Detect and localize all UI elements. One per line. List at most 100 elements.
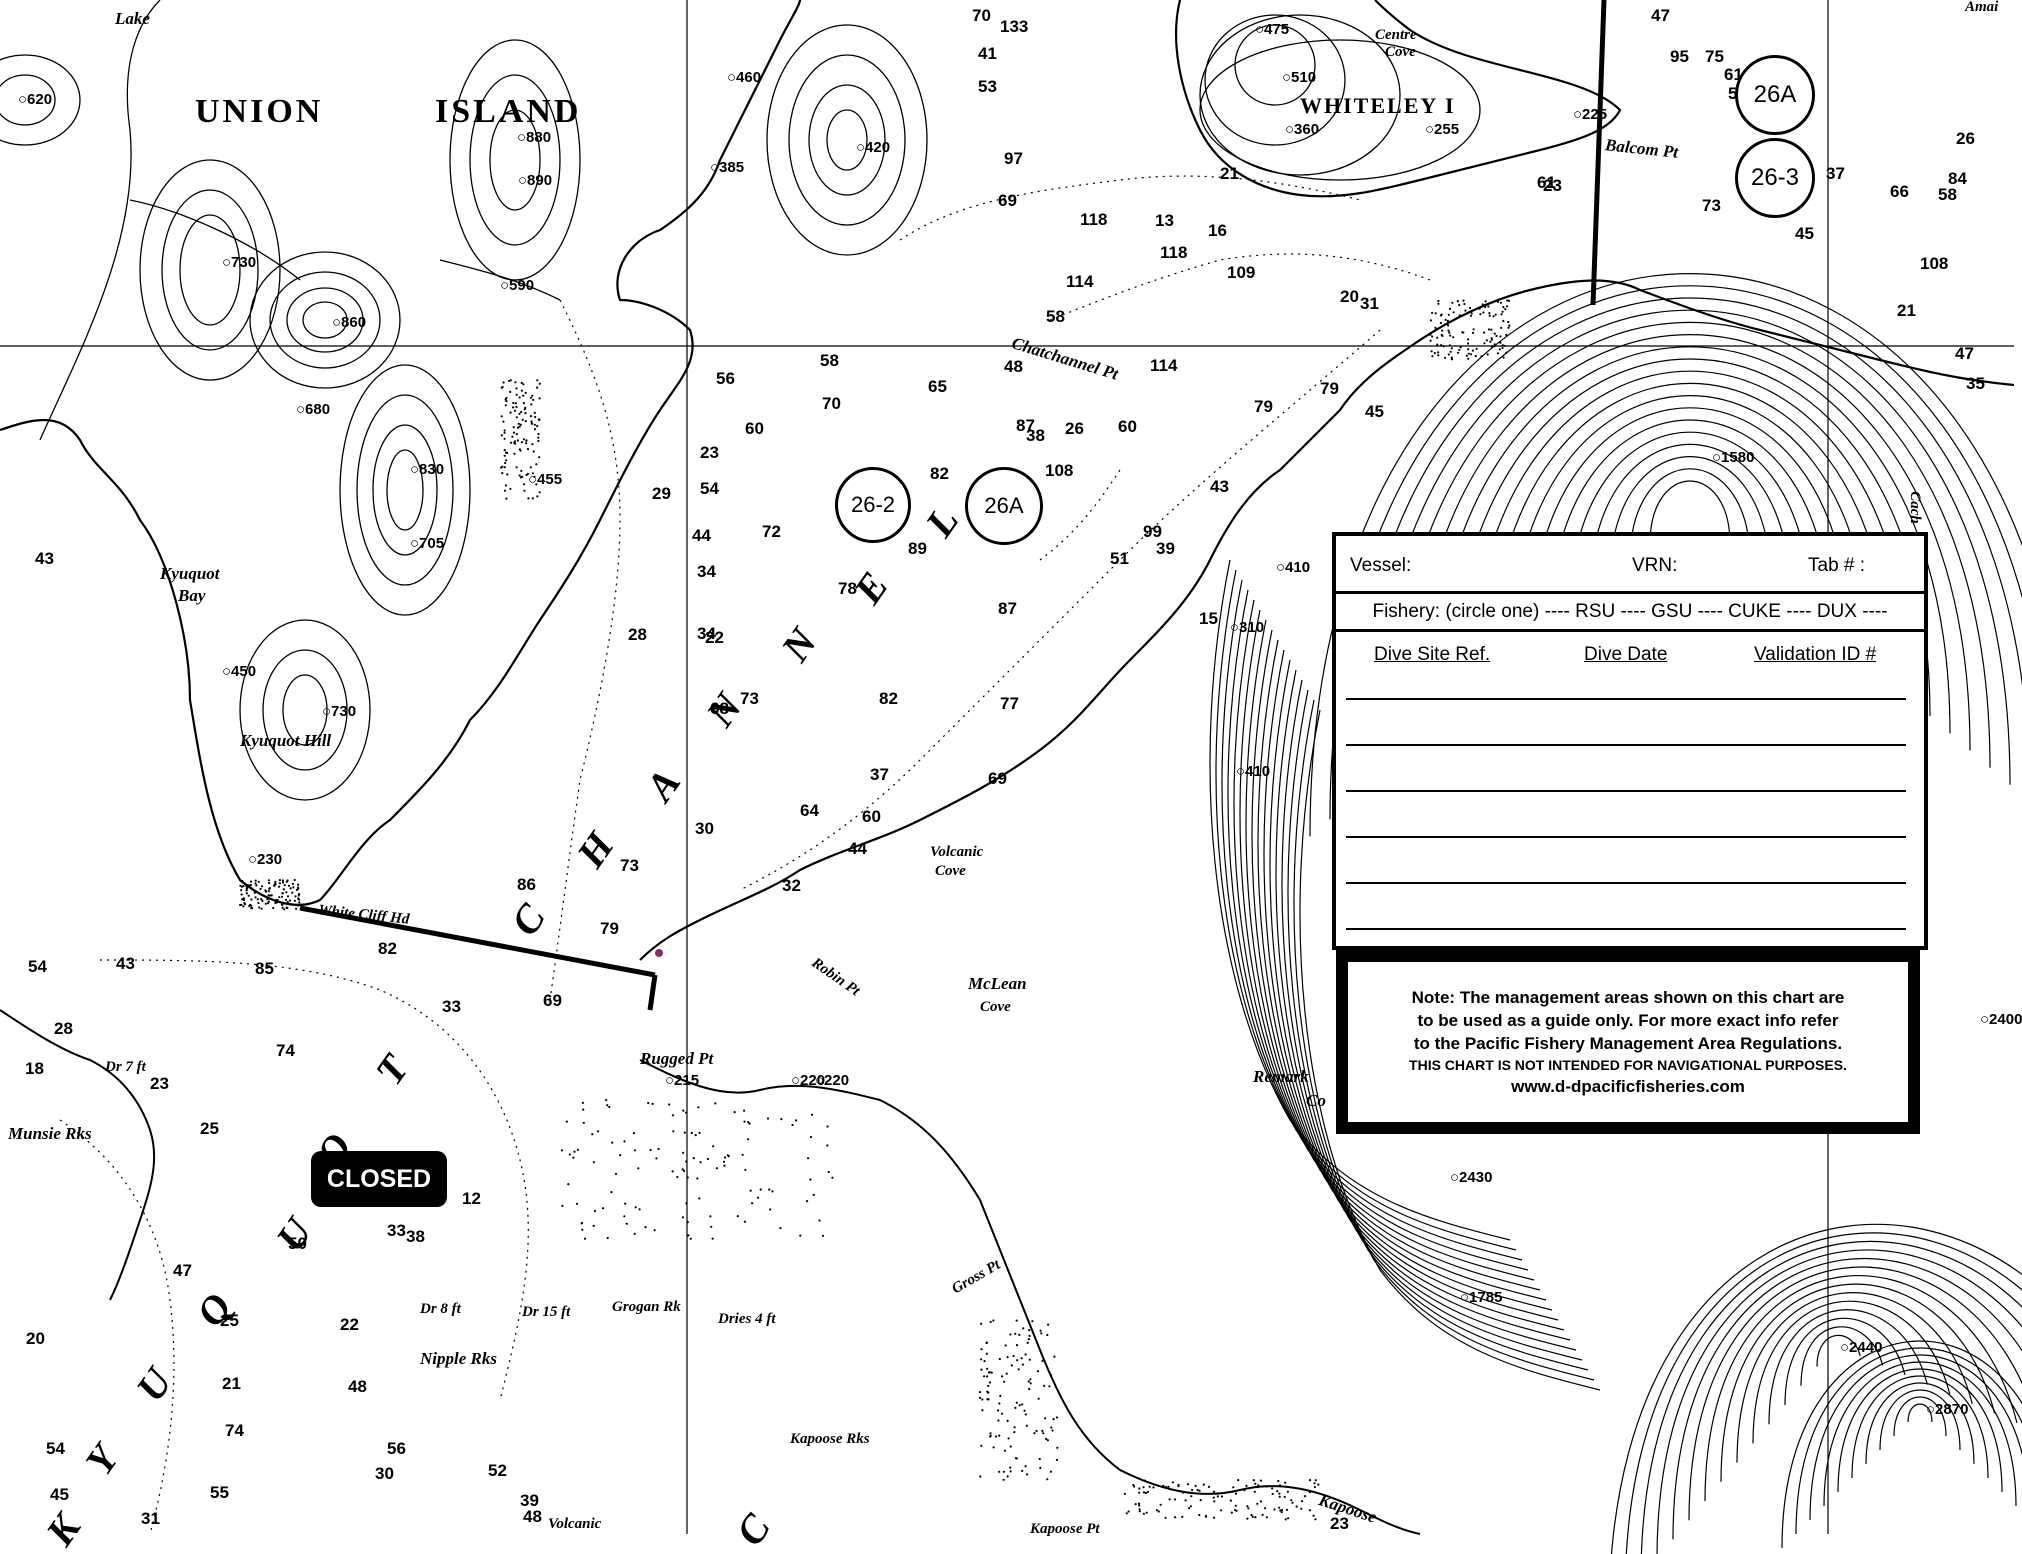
depth-sounding: 68 [710, 699, 729, 718]
note-line-2: to be used as a guide only. For more exa… [1417, 1011, 1839, 1030]
dr7ft-label: Dr 7 ft [105, 1059, 146, 1075]
union-island-contours [0, 0, 928, 801]
depth-sounding: 31 [141, 1509, 160, 1528]
depth-sounding: 37 [870, 765, 889, 784]
cache-label: Cach [1906, 491, 1923, 524]
elevation-label: ○860 [332, 314, 367, 331]
elevation-label: ○2870 [1926, 1401, 1969, 1418]
log-entry-blank[interactable] [1536, 836, 1726, 838]
log-entry-blank[interactable] [1346, 836, 1536, 838]
log-entry-blank[interactable] [1346, 744, 1536, 746]
depth-sounding: 20 [26, 1329, 45, 1348]
area-26-2-circle: 26-2 [835, 467, 911, 543]
volcanic-cove-label-2: Cove [935, 863, 966, 879]
peak-contour [1781, 1340, 2022, 1549]
depth-sounding: 64 [800, 801, 819, 820]
depth-sounding: 66 [1890, 182, 1909, 201]
depth-sounding: 23 [1543, 176, 1562, 195]
depth-sounding: 55 [210, 1483, 229, 1502]
peak-contour [1625, 1232, 2022, 1554]
depth-sounding: 21 [1220, 164, 1239, 183]
log-entry-blank[interactable] [1346, 928, 1536, 930]
depth-sounding: 79 [1254, 397, 1273, 416]
disclaimer-note: Note: The management areas shown on this… [1336, 950, 1920, 1134]
elevation-label: ○410 [1276, 559, 1311, 576]
depth-sounding: 60 [745, 419, 764, 438]
depth-sounding: 53 [978, 77, 997, 96]
munsie-rks-label: Munsie Rks [8, 1124, 92, 1143]
depth-sounding: 73 [620, 856, 639, 875]
whiteley-island-label: WHITELEY I [1300, 93, 1456, 118]
depth-sounding: 13 [1155, 211, 1174, 230]
depth-sounding: 48 [1004, 357, 1023, 376]
depth-sounding: 78 [838, 579, 857, 598]
vessel-row: Vessel: VRN: Tab # : [1336, 536, 1924, 594]
slope-contour [1263, 649, 1565, 1331]
depth-sounding: 85 [255, 959, 274, 978]
slope-contour [1281, 679, 1583, 1361]
depth-sounding: 61 [1537, 173, 1556, 192]
log-entry-blank[interactable] [1726, 928, 1906, 930]
depth-sounding: 47 [1651, 6, 1670, 25]
log-entry-blank[interactable] [1726, 882, 1906, 884]
log-entry-blank[interactable] [1536, 698, 1726, 700]
rugged-pt-label: Rugged Pt [640, 1049, 714, 1068]
log-entry-blank[interactable] [1726, 744, 1906, 746]
depth-sounding: 43 [116, 954, 135, 973]
log-entry-blank[interactable] [1536, 882, 1726, 884]
depth-sounding: 34 [697, 562, 716, 581]
log-entry-blank[interactable] [1536, 928, 1726, 930]
elevation-label: ○215 [665, 1072, 700, 1089]
elevation-label: ○225 [1573, 106, 1608, 123]
depth-sounding: 43 [35, 549, 54, 568]
peak-contour [1865, 1382, 1975, 1465]
depth-sounding: 23 [150, 1074, 169, 1093]
peak-contour [1704, 1275, 2018, 1502]
log-entry-blank[interactable] [1346, 790, 1536, 792]
depth-sounding: 52 [488, 1461, 507, 1480]
website-link[interactable]: www.d-dpacificfisheries.com [1511, 1077, 1745, 1096]
whiteley-island-coastline [1174, 0, 1622, 198]
depth-sounding: 74 [276, 1041, 295, 1060]
elevation-label: ○2440 [1840, 1339, 1883, 1356]
depth-sounding: 26 [1065, 419, 1084, 438]
depth-sounding: 34 [697, 624, 716, 643]
dr8ft-label: Dr 8 ft [420, 1301, 461, 1317]
peak-contour [1816, 1334, 1861, 1367]
depth-sounding: 31 [1360, 294, 1379, 313]
log-entry-blank[interactable] [1726, 698, 1906, 700]
remark-label-2: Co [1306, 1091, 1326, 1110]
slope-contour [1239, 609, 1541, 1291]
log-entry-blank[interactable] [1536, 744, 1726, 746]
peak-contour [1688, 1266, 2022, 1521]
elevation-label: ○730 [222, 254, 257, 271]
depth-sounding: 60 [1118, 417, 1137, 436]
log-entry-blank[interactable] [1346, 882, 1536, 884]
log-entry-blank[interactable] [1726, 790, 1906, 792]
elevation-label: ○890 [518, 172, 553, 189]
peak-contour [1800, 1326, 1884, 1386]
log-entry-blank[interactable] [1726, 836, 1906, 838]
depth-sounding: 77 [1000, 694, 1019, 713]
depth-sounding: 47 [1955, 344, 1974, 363]
mclean-cove-label-1: McLean [968, 974, 1027, 993]
elevation-label: ○510 [1282, 69, 1317, 86]
depth-sounding: 45 [1795, 224, 1814, 243]
depth-sounding: 54 [700, 479, 719, 498]
volcanic-bottom-label: Volcanic [548, 1516, 602, 1532]
depth-sounding: 45 [1365, 402, 1384, 421]
slope-contour [1299, 709, 1601, 1391]
elevation-label: ○730 [322, 703, 357, 720]
peak-contour [1795, 1347, 2022, 1535]
log-entry-blank[interactable] [1536, 790, 1726, 792]
depth-sounding: 69 [543, 991, 562, 1010]
whiteley-contours [1199, 14, 1481, 181]
log-entry-blank[interactable] [1346, 698, 1536, 700]
peak-contour [1736, 1292, 1973, 1463]
peak-contour [1720, 1283, 1996, 1482]
kapoose-shore-coastline [639, 1059, 1421, 1535]
peak-contour [1672, 1257, 2022, 1540]
peak-contour [1656, 1249, 2022, 1554]
depth-sounding: 73 [1702, 196, 1721, 215]
elevation-label: ○475 [1255, 21, 1290, 38]
